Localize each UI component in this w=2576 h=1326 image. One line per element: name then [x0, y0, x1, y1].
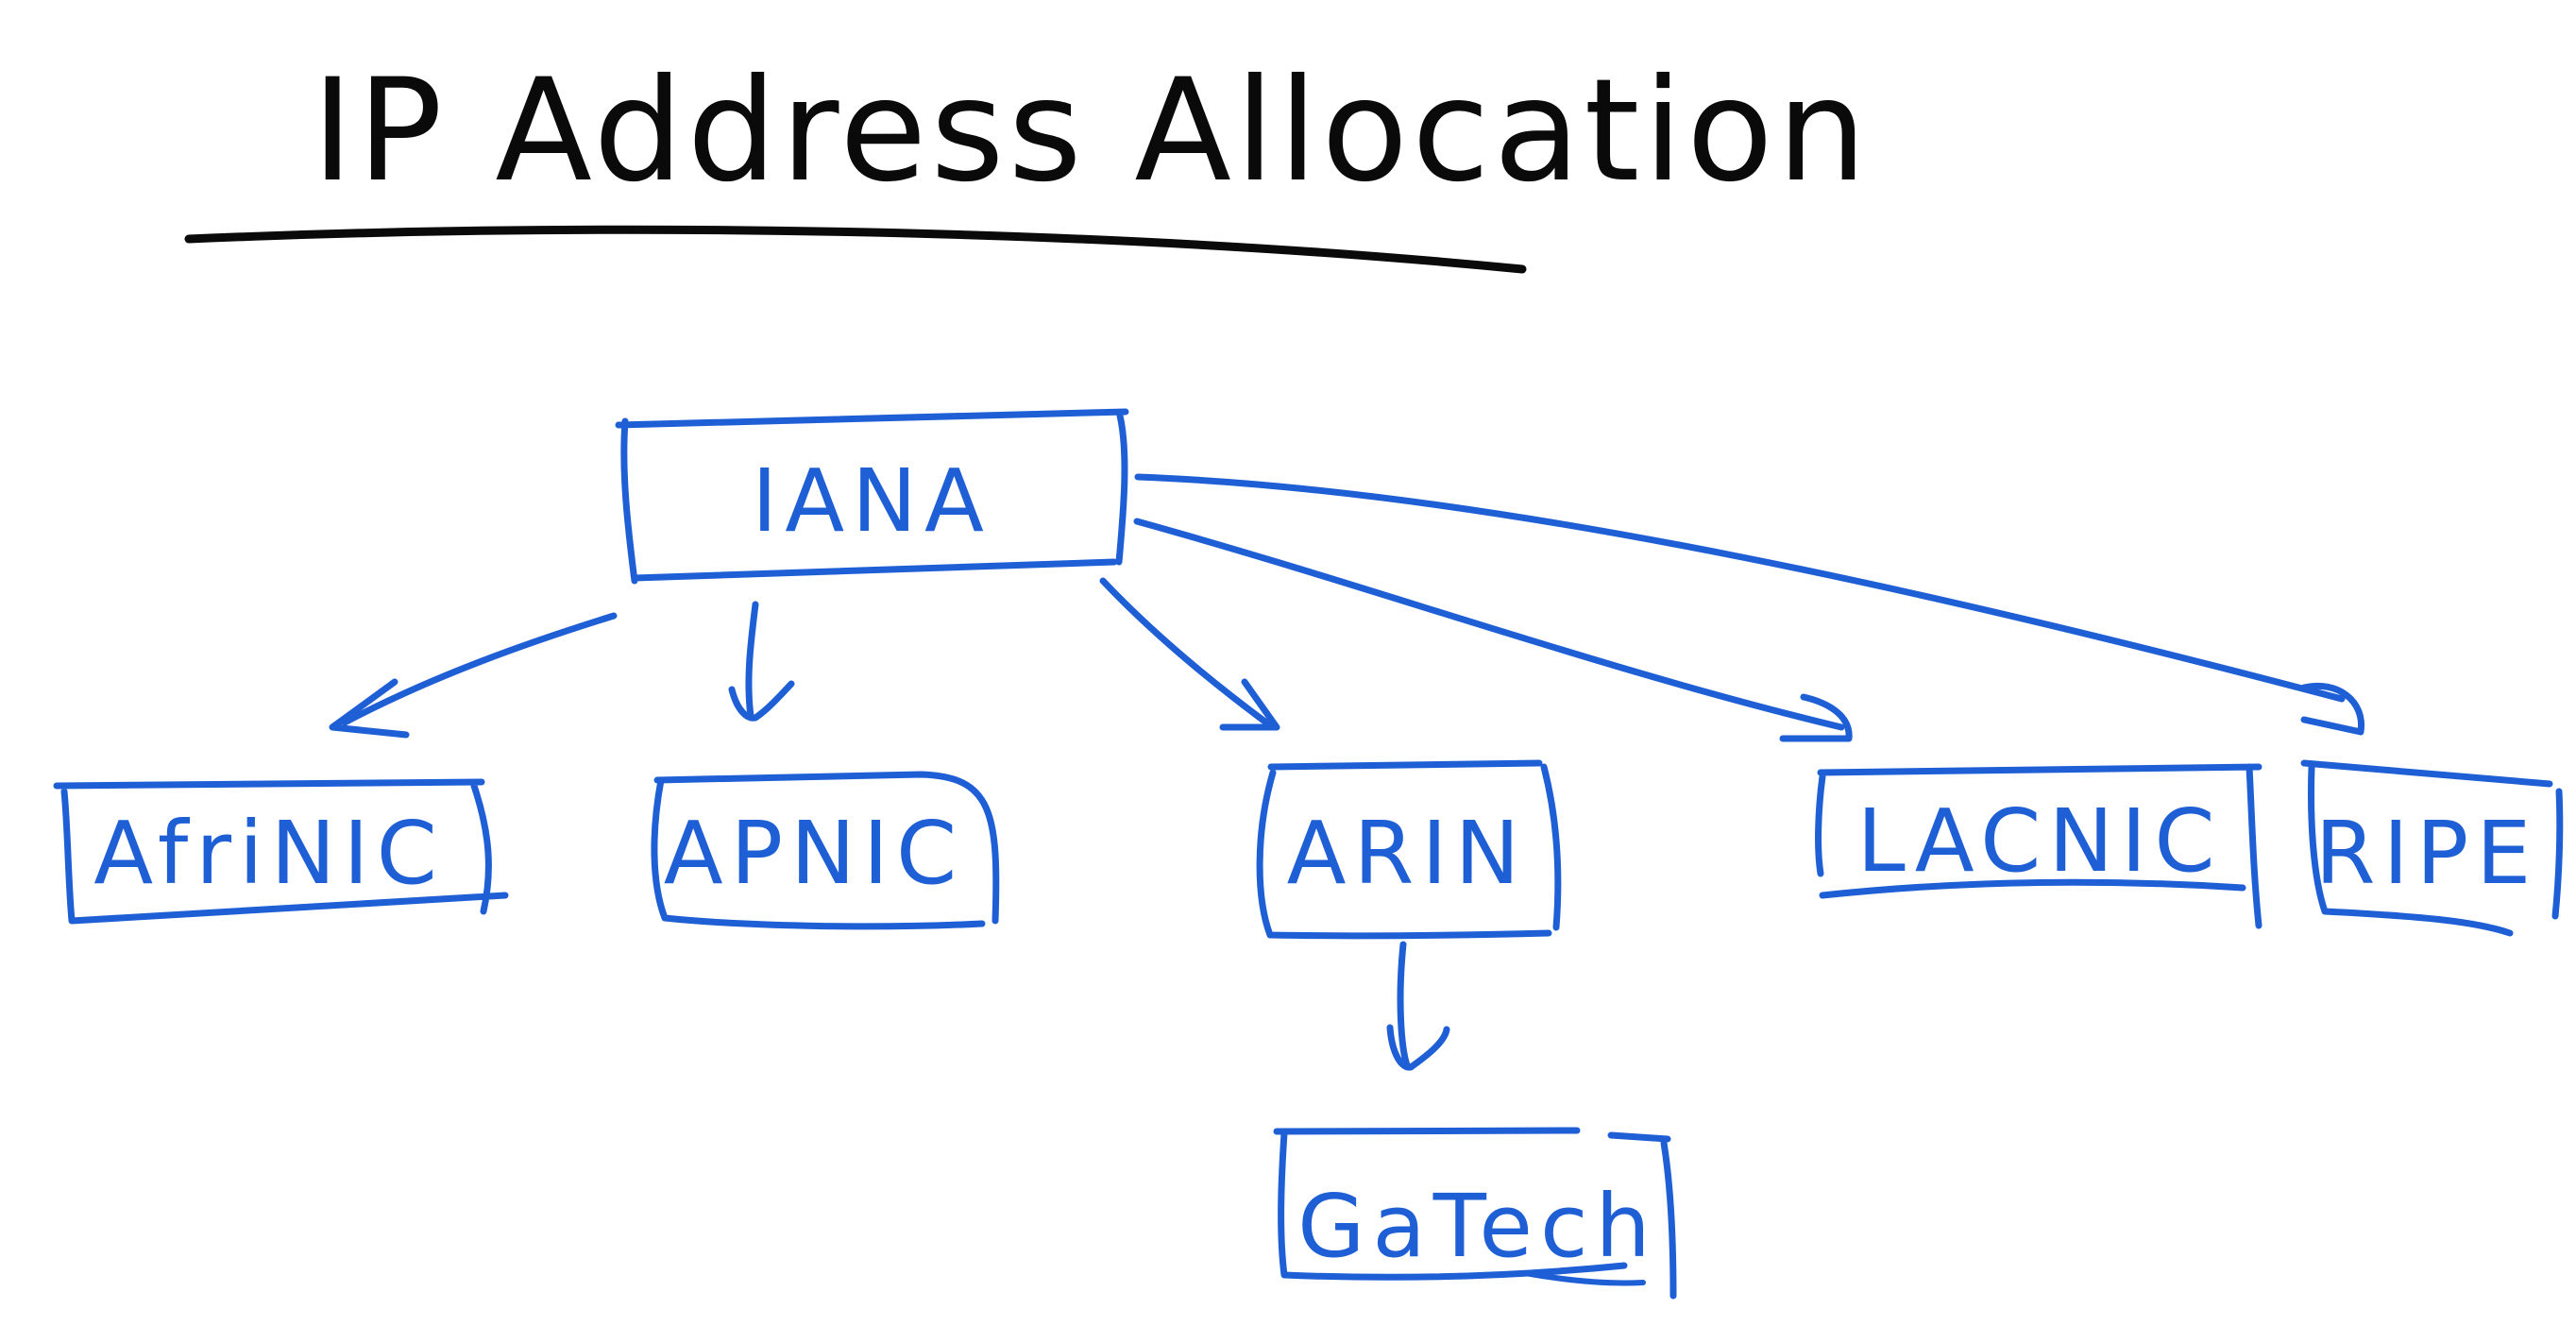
- node-gatech-box: [1273, 1127, 1677, 1300]
- node-gatech-underline: [1522, 1270, 1646, 1286]
- node-gatech: GaTech: [1273, 1127, 1677, 1300]
- edge-arin-gatech: [1397, 941, 1411, 1069]
- edge-iana-lacnic: [1133, 518, 1845, 731]
- edge-iana-arin-arrowhead: [1219, 678, 1280, 731]
- edge-iana-ripe-arrowhead: [2300, 682, 2365, 736]
- node-lacnic-label: LACNIC: [1856, 790, 2222, 892]
- node-apnic: APNIC: [651, 771, 1000, 930]
- node-ripe: RIPE: [2300, 759, 2564, 937]
- node-arin: ARIN: [1256, 759, 1562, 940]
- title-underline: [184, 225, 1527, 274]
- node-ripe-label: RIPE: [2315, 803, 2539, 904]
- edge-iana-afrinic-arrowhead: [329, 678, 410, 739]
- edge-iana-arin: [1099, 577, 1274, 729]
- node-afrinic-box: [53, 778, 509, 925]
- edge-arin-gatech-arrowhead: [1386, 1024, 1450, 1071]
- node-apnic-label: APNIC: [664, 803, 965, 904]
- edge-iana-apnic-arrowhead: [728, 680, 795, 722]
- node-iana-box: [615, 408, 1129, 585]
- edge-iana-ripe: [1134, 473, 2346, 703]
- node-arin-box: [1256, 759, 1562, 940]
- node-gatech-label: GaTech: [1297, 1176, 1658, 1277]
- node-lacnic-box: [1815, 763, 2262, 929]
- edge-iana-afrinic: [341, 612, 618, 726]
- edge-iana-apnic: [745, 601, 759, 720]
- diagram-title: IP Address Allocation: [312, 49, 1871, 213]
- node-lacnic: LACNIC: [1815, 763, 2262, 929]
- node-arin-label: ARIN: [1287, 803, 1528, 904]
- node-iana-label: IANA: [752, 450, 991, 552]
- node-iana: IANA: [615, 408, 1129, 585]
- node-afrinic-label: AfriNIC: [93, 803, 445, 904]
- node-ripe-box: [2300, 759, 2564, 937]
- edge-iana-lacnic-arrowhead: [1779, 693, 1853, 742]
- edges: [329, 473, 2365, 1071]
- node-afrinic: AfriNIC: [53, 778, 509, 925]
- node-apnic-box: [651, 771, 1000, 930]
